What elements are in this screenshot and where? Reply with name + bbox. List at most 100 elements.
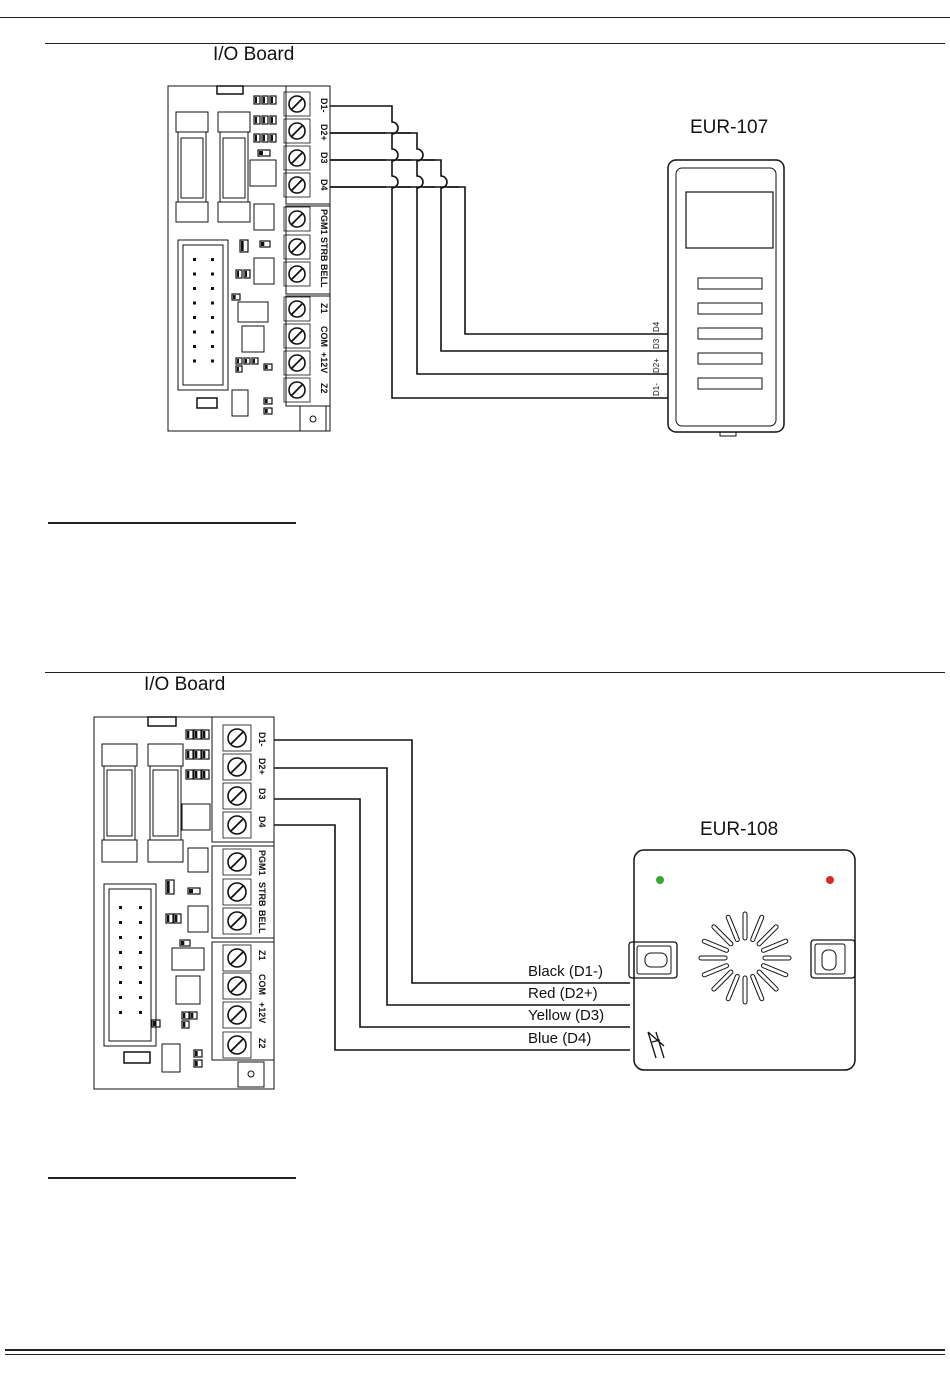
board2-smd-pad bbox=[191, 1013, 193, 1018]
board2-header-pin bbox=[119, 966, 122, 969]
eur108-led-green bbox=[656, 876, 664, 884]
board1-header-pin bbox=[193, 258, 196, 261]
board2-smd-pad bbox=[153, 1021, 156, 1026]
board1-header-pin bbox=[193, 360, 196, 363]
board1-smd-pad bbox=[271, 135, 273, 141]
board1-header-pin bbox=[193, 331, 196, 334]
term1-d1: D1- bbox=[319, 98, 329, 113]
board1-smd-pad bbox=[259, 151, 263, 155]
board1-smd-pad bbox=[241, 241, 244, 251]
board1-smd-pad bbox=[255, 117, 257, 123]
term1-d2: D2+ bbox=[319, 124, 329, 141]
speaker-slot bbox=[704, 941, 726, 950]
wires-1 bbox=[330, 106, 668, 398]
wire2-red bbox=[274, 768, 630, 1005]
board1-smd-pad bbox=[263, 117, 265, 123]
board1-header-pin bbox=[193, 316, 196, 319]
eur108-led-red bbox=[826, 876, 834, 884]
term2-12v: +12V bbox=[257, 1002, 267, 1023]
eur107-button-2 bbox=[698, 303, 762, 314]
term2-d1: D1- bbox=[257, 732, 267, 747]
board2-header-pin bbox=[139, 936, 142, 939]
board2-smd-pad bbox=[195, 751, 197, 758]
wire2-black bbox=[274, 740, 630, 983]
board1-header-pin bbox=[211, 302, 214, 305]
board1-header-pin bbox=[211, 287, 214, 290]
board2-header-pin bbox=[119, 996, 122, 999]
board1-header-pin bbox=[193, 273, 196, 276]
board2-smd-pad bbox=[203, 731, 205, 738]
wire1-d4 bbox=[330, 187, 668, 334]
board1-smd-pad bbox=[237, 359, 239, 363]
speaker-slot bbox=[759, 927, 776, 944]
board1-header-pin bbox=[211, 316, 214, 319]
speaker-slot bbox=[764, 966, 786, 975]
term2-pgm1: PGM1 bbox=[257, 850, 267, 876]
term2-d2: D2+ bbox=[257, 758, 267, 775]
board2-smd-pad bbox=[187, 771, 189, 778]
board2-smd-pad bbox=[187, 731, 189, 738]
board1-header-pin bbox=[193, 345, 196, 348]
board1-smd-pad bbox=[271, 97, 273, 103]
board1-smd-pad bbox=[263, 97, 265, 103]
board2-smd-pad bbox=[203, 771, 205, 778]
eur107-terminal-labels: D4 D3 D2+ D1- bbox=[652, 321, 661, 396]
board1-header-pin bbox=[211, 273, 214, 276]
term2-bell: BELL bbox=[257, 910, 267, 934]
wire2-blue bbox=[274, 825, 630, 1050]
board2-header-pin bbox=[119, 981, 122, 984]
term1-z1: Z1 bbox=[319, 303, 329, 314]
term1-strb: STRB bbox=[319, 237, 329, 262]
board2-header-pin bbox=[139, 906, 142, 909]
board2-smd-pad bbox=[175, 915, 177, 922]
eur107-term-d1: D1- bbox=[652, 383, 661, 396]
speaker-slot bbox=[728, 917, 737, 939]
board1-header-pin bbox=[211, 360, 214, 363]
eur107-button-4 bbox=[698, 353, 762, 364]
speaker-slot bbox=[764, 941, 786, 950]
eur107-device bbox=[668, 160, 784, 436]
term1-bell: BELL bbox=[319, 264, 329, 288]
board1-smd-pad bbox=[271, 117, 273, 123]
eur107-term-d2: D2+ bbox=[652, 358, 661, 373]
board2-smd-pad bbox=[195, 731, 197, 738]
eur107-button-5 bbox=[698, 378, 762, 389]
term1-d3: D3 bbox=[319, 152, 329, 164]
term2-z1: Z1 bbox=[257, 950, 267, 961]
board1-smd-pad bbox=[237, 367, 239, 371]
board2-header-pin bbox=[139, 981, 142, 984]
board1-smd-pad bbox=[265, 409, 268, 413]
wire2-yellow bbox=[274, 799, 630, 1027]
speaker-slot bbox=[714, 972, 731, 989]
board1-smd-pad bbox=[255, 135, 257, 141]
board2-header-pin bbox=[119, 1011, 122, 1014]
board1-smd-pad bbox=[253, 359, 255, 363]
board2-smd-pad bbox=[187, 751, 189, 758]
board1-smd-pad bbox=[265, 365, 268, 369]
wire1-d2 bbox=[330, 133, 668, 374]
board1-smd-pad bbox=[265, 399, 268, 403]
speaker-slot bbox=[753, 917, 762, 939]
board1-header-pin bbox=[211, 258, 214, 261]
term1-com: COM bbox=[319, 326, 329, 347]
eur108-logo-icon bbox=[648, 1032, 664, 1058]
io-board-1 bbox=[168, 86, 330, 431]
term2-d4: D4 bbox=[257, 816, 267, 828]
speaker-slot bbox=[759, 972, 776, 989]
board1-smd-pad bbox=[237, 271, 239, 277]
wire1-d3 bbox=[330, 160, 668, 351]
board2-header-pin bbox=[119, 921, 122, 924]
term2-d3: D3 bbox=[257, 788, 267, 800]
board1-smd-pad bbox=[245, 359, 247, 363]
speaker-slot bbox=[728, 977, 737, 999]
board1-header-pin bbox=[211, 331, 214, 334]
board1-smd-pad bbox=[233, 295, 236, 299]
term1-pgm1: PGM1 bbox=[319, 209, 329, 235]
board2-header-pin bbox=[139, 951, 142, 954]
board2-header-pin bbox=[139, 921, 142, 924]
board2-smd-pad bbox=[183, 1013, 185, 1018]
eur107-button-1 bbox=[698, 278, 762, 289]
eur108-device bbox=[629, 850, 855, 1070]
term2-z2: Z2 bbox=[257, 1038, 267, 1049]
